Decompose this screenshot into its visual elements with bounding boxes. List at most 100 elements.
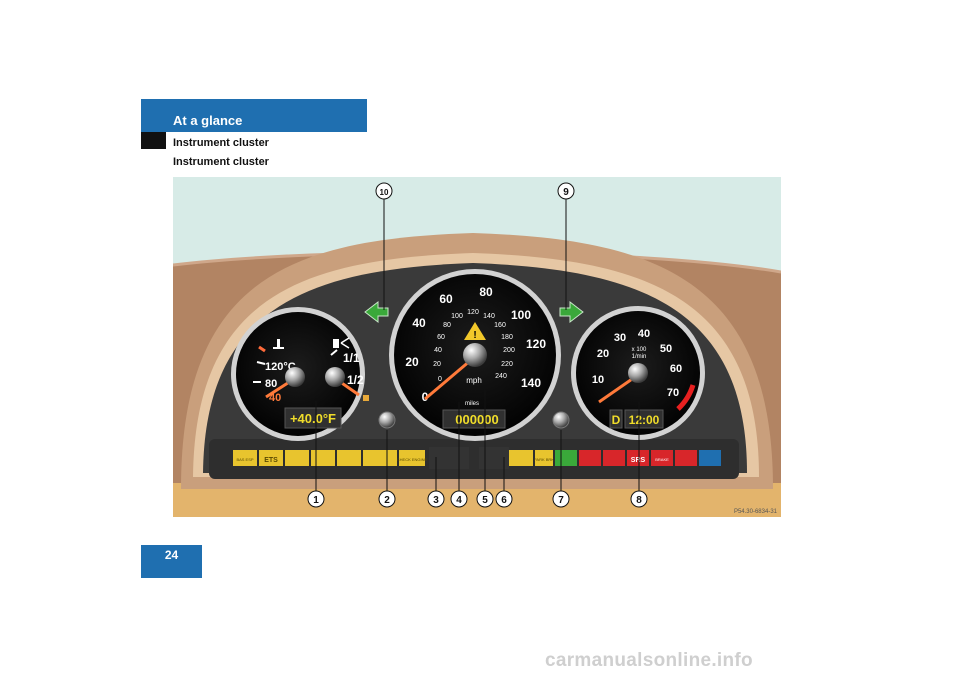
lamp-ets: ETS: [264, 457, 278, 464]
left-reset-knob: [378, 411, 396, 429]
gear-display: [609, 409, 623, 429]
right-reset-knob: [552, 411, 570, 429]
fuel-pump-icon: [333, 337, 350, 349]
kmh-label-240: 240: [495, 373, 507, 380]
temp-label-40: 40: [269, 392, 281, 404]
watermark: carmanualsonline.info: [545, 650, 753, 671]
outside-temp-display: [284, 407, 342, 429]
left-turn-arrow-icon: [364, 300, 389, 324]
fuel-needle-hub: [325, 367, 345, 387]
kmh-label-200: 200: [503, 347, 515, 354]
speed-needle-hub: [463, 343, 487, 367]
kmh-label-100: 100: [451, 313, 463, 320]
odometer-unit: miles: [465, 401, 479, 407]
callout-6: 6: [495, 490, 513, 508]
speed-label-20: 20: [405, 355, 419, 369]
svg-text:6: 6: [501, 495, 507, 506]
gear-text: D: [612, 413, 621, 427]
callout-8: 8: [630, 490, 648, 508]
coolant-icon: [273, 339, 284, 349]
speed-label-40: 40: [412, 316, 426, 330]
right-turn-arrow-icon: [559, 300, 584, 324]
svg-text:4: 4: [456, 495, 462, 506]
left-gauge: 120°C 80 40 1/1 1/2 +40.0°F: [231, 307, 369, 441]
temp-red-mark: [258, 345, 266, 353]
callout-leaders: [315, 199, 640, 491]
warning-triangle-icon: [464, 322, 486, 340]
temp-needle-hub: [285, 367, 305, 387]
tach-unit-line2: 1/min: [632, 354, 647, 360]
figure-code: P54.30-6834-31: [734, 509, 778, 515]
temp-label-80: 80: [265, 378, 277, 390]
kmh-label-120: 120: [467, 309, 479, 316]
section-title: At a glance: [173, 113, 243, 128]
speed-label-60: 60: [439, 292, 453, 306]
warning-lamp-row: BAS ESP ETS CHECK ENGINE PARK BRK SRS BR…: [233, 447, 721, 469]
clock-display: [624, 409, 664, 429]
tach-label-70: 70: [667, 387, 679, 399]
page-number-box: [141, 545, 202, 578]
callout-9: 9: [557, 182, 575, 200]
speed-label-100: 100: [511, 308, 531, 322]
tach-label-20: 20: [597, 348, 609, 360]
speedometer: 0 20 40 60 80 100 120 140 0 20 40 60 80 …: [389, 269, 561, 441]
kmh-label-0: 0: [438, 376, 442, 383]
svg-text:10: 10: [380, 188, 389, 197]
tachometer: 10 20 30 40 50 60 70 x 100 1/min D 12:00: [571, 306, 705, 440]
fuel-label-half: 1/2: [347, 373, 364, 387]
section-header-bar: [141, 99, 367, 132]
svg-text:2: 2: [384, 495, 390, 506]
svg-text:9: 9: [563, 187, 569, 198]
speed-label-120: 120: [526, 337, 546, 351]
speed-label-140: 140: [521, 376, 541, 390]
callout-1: 1: [307, 490, 325, 508]
speed-unit: mph: [466, 376, 482, 385]
svg-text:3: 3: [433, 495, 439, 506]
lamp-check-engine: CHECK ENGINE: [397, 457, 428, 462]
tach-label-50: 50: [660, 343, 672, 355]
callout-4: 4: [450, 490, 468, 508]
breadcrumb-section: Instrument cluster: [173, 156, 269, 168]
svg-text:!: !: [473, 330, 476, 341]
outside-temp-text: +40.0°F: [290, 411, 336, 426]
kmh-label-160: 160: [494, 322, 506, 329]
speed-needle: [424, 358, 472, 401]
tach-unit-line1: x 100: [632, 347, 647, 353]
svg-text:7: 7: [558, 495, 564, 506]
kmh-label-140: 140: [483, 313, 495, 320]
callout-10: 10: [375, 182, 393, 200]
tach-needle-hub: [628, 363, 648, 383]
kmh-label-180: 180: [501, 334, 513, 341]
callout-5: 5: [476, 490, 494, 508]
section-marker: [141, 132, 166, 149]
svg-text:1: 1: [313, 495, 319, 506]
kmh-label-40: 40: [434, 347, 442, 354]
svg-text:5: 5: [482, 495, 488, 506]
lamp-bas-esp: BAS ESP: [236, 457, 253, 462]
fuel-reserve-mark: [363, 395, 369, 401]
callout-7: 7: [552, 490, 570, 508]
lamp-srs: SRS: [631, 457, 646, 464]
kmh-label-220: 220: [501, 361, 513, 368]
kmh-label-80: 80: [443, 322, 451, 329]
speed-label-80: 80: [479, 285, 493, 299]
tach-label-60: 60: [670, 363, 682, 375]
tach-label-30: 30: [614, 332, 626, 344]
kmh-label-20: 20: [433, 361, 441, 368]
cluster-lower-panel: [209, 439, 739, 479]
breadcrumb-chapter: Instrument cluster: [173, 137, 269, 149]
odometer-text: 000000: [455, 412, 498, 427]
lamp-brake: BRAKE: [655, 457, 669, 462]
instrument-cluster-illustration: 120°C 80 40 1/1 1/2 +40.0°F 0 20 40 60 8…: [173, 177, 781, 517]
tach-redline: [676, 384, 696, 411]
callout-3: 3: [427, 490, 445, 508]
page-number: 24: [164, 548, 179, 562]
tach-label-40: 40: [638, 328, 650, 340]
svg-text:8: 8: [636, 495, 642, 506]
tach-needle: [598, 375, 636, 404]
lamp-park-brake: PARK BRK: [534, 457, 554, 462]
callout-2: 2: [378, 490, 396, 508]
tach-label-10: 10: [592, 374, 604, 386]
kmh-label-60: 60: [437, 334, 445, 341]
fuel-label-full: 1/1: [343, 351, 360, 365]
